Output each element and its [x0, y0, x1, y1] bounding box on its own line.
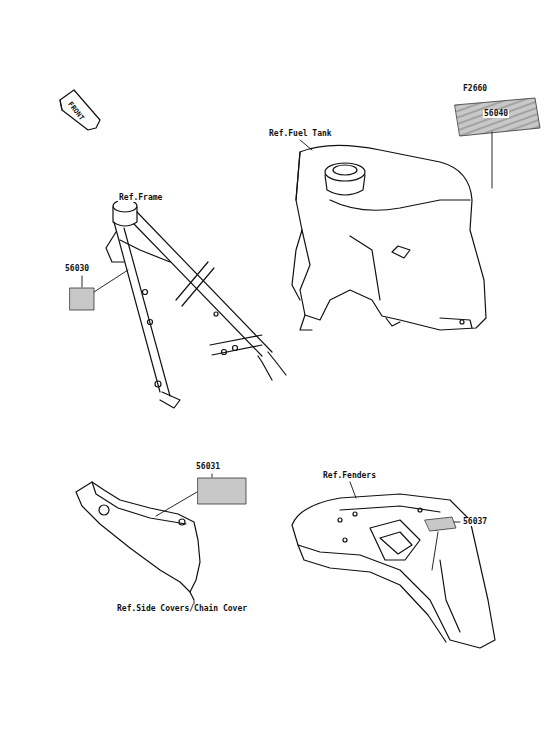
callout-number: 56031 [195, 463, 221, 471]
reference-label: Ref.Side Covers/Chain Cover [116, 605, 248, 613]
side-cover-illustration [76, 482, 200, 600]
frame-illustration [106, 200, 286, 408]
callout-number: 56030 [64, 265, 90, 273]
decal-56030 [70, 288, 94, 310]
decal-56037 [425, 517, 456, 531]
decal-56031 [198, 478, 246, 504]
callout-number: 56040 [483, 110, 509, 118]
front-arrow-icon [60, 90, 100, 130]
reference-label: Ref.Fuel Tank [268, 130, 333, 138]
reference-label: Ref.Fenders [322, 472, 377, 480]
figure-number: F2660 [462, 85, 488, 93]
fender-illustration [292, 494, 495, 648]
reference-label: Ref.Frame [118, 194, 163, 202]
decal-56040 [455, 98, 540, 136]
fuel-tank-illustration [292, 145, 486, 330]
callout-number: 56037 [462, 518, 488, 526]
